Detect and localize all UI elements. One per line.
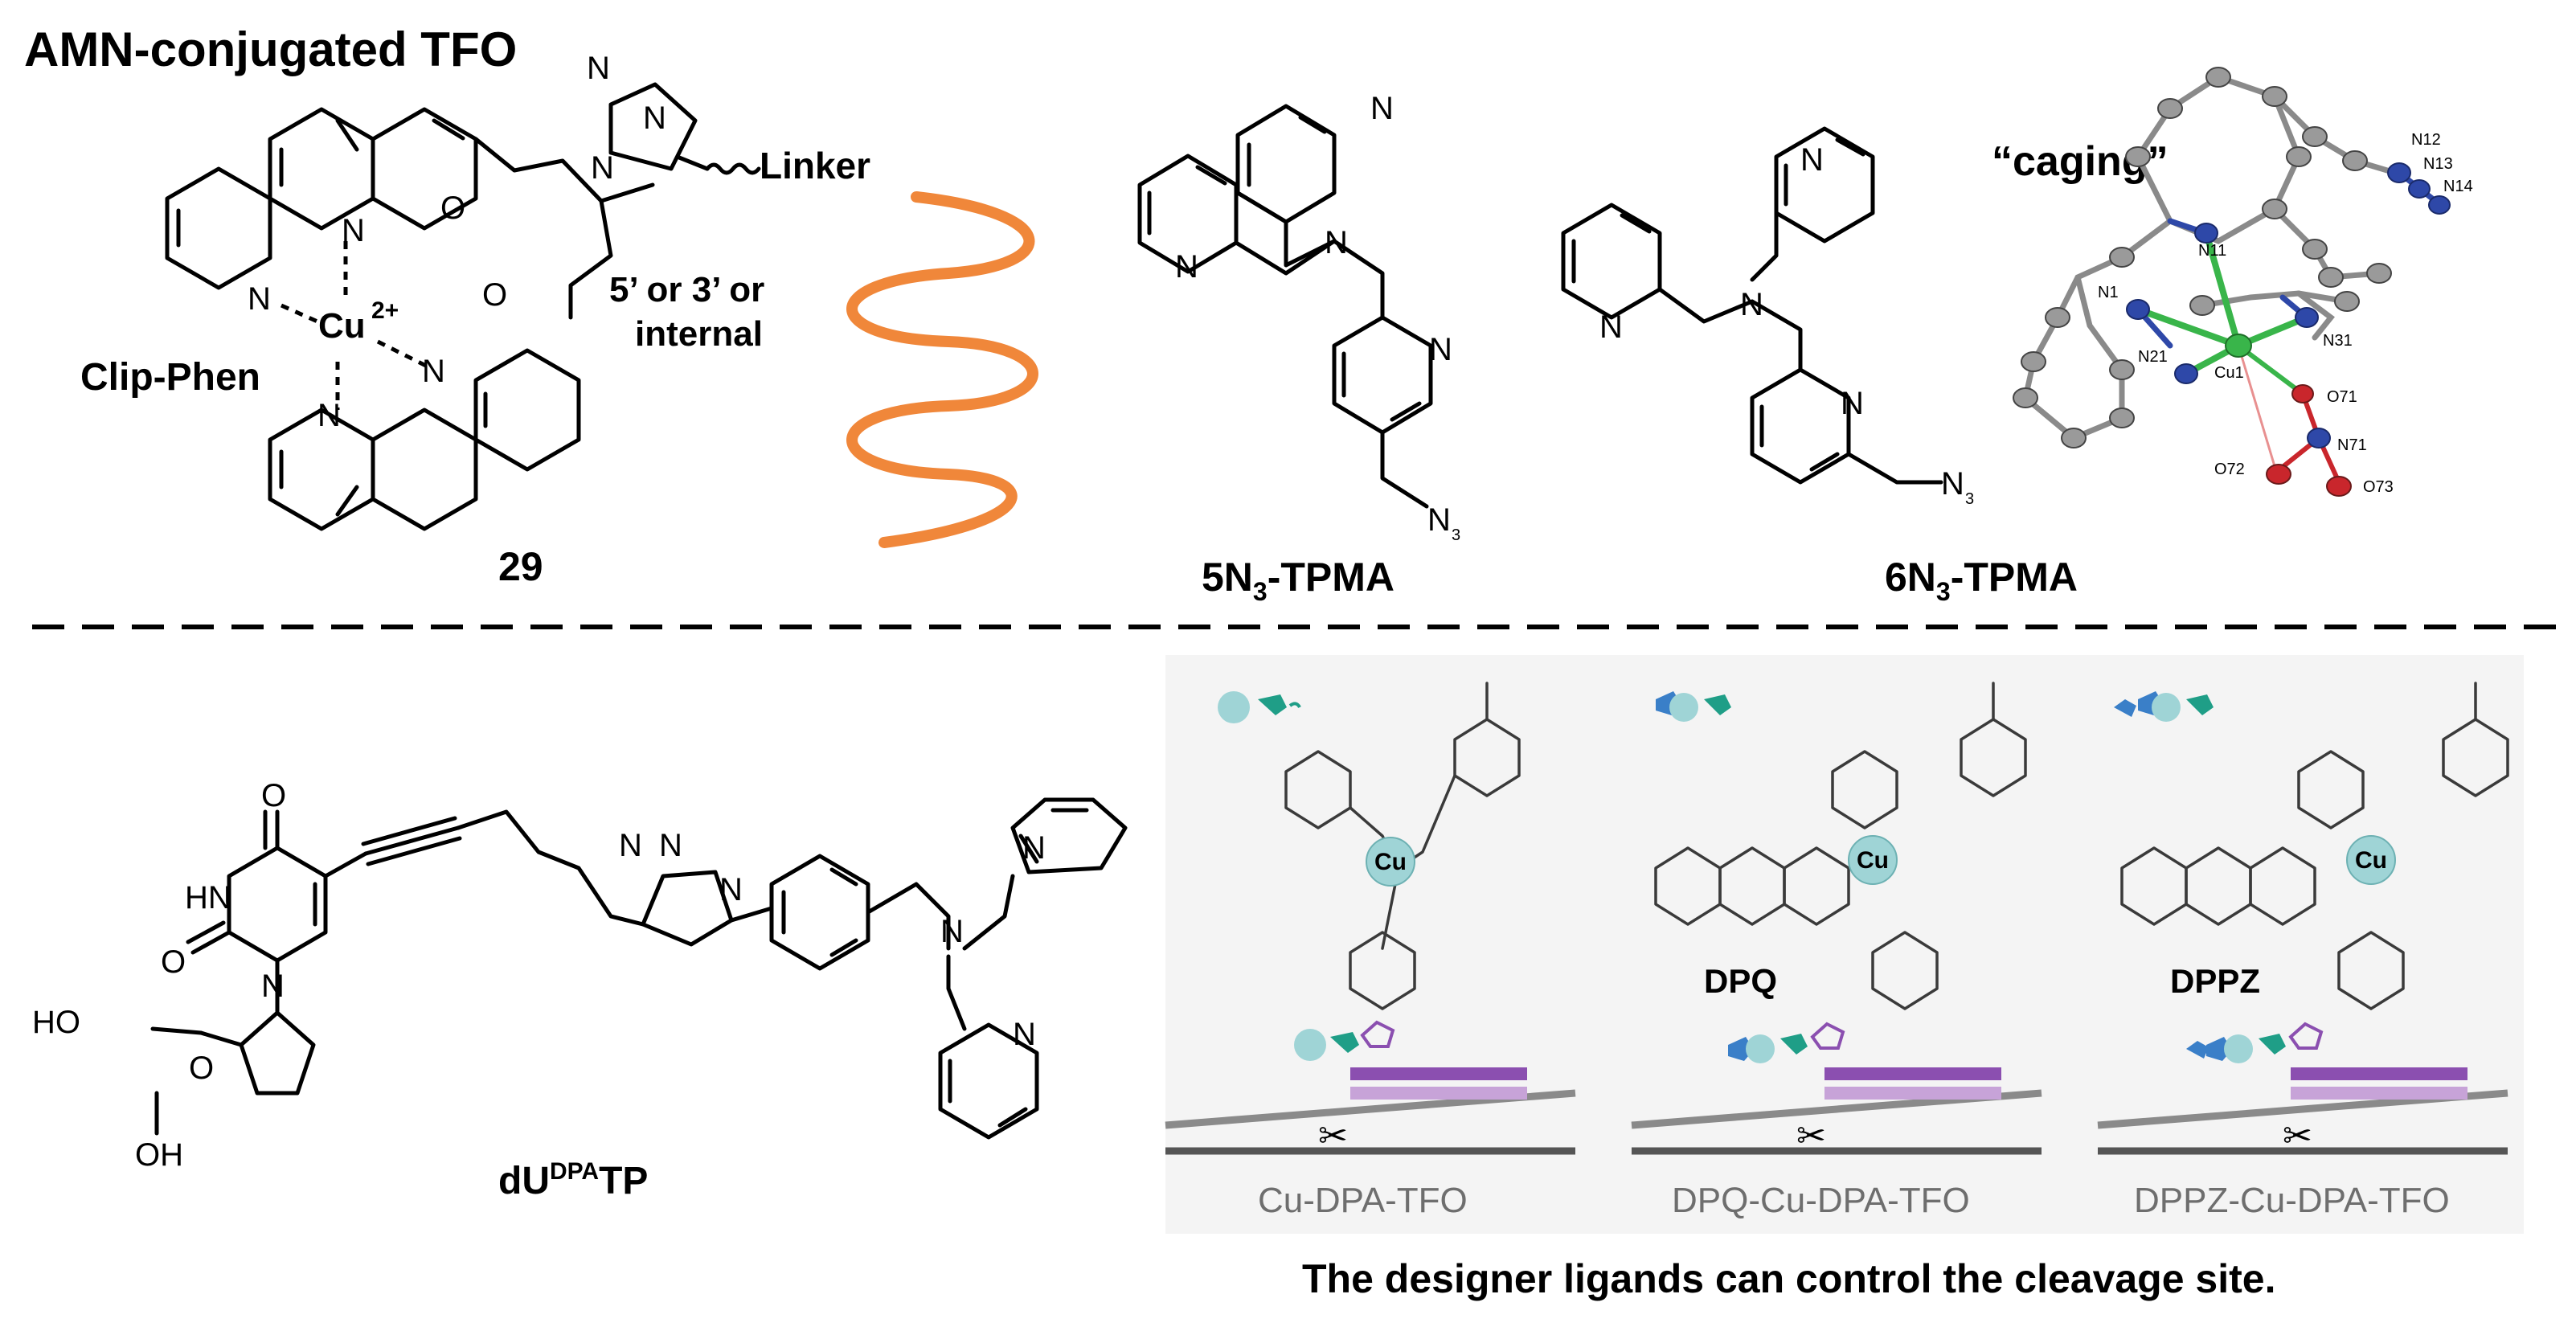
atom-n: N: [719, 872, 743, 907]
scheme-cu-label: Cu: [1857, 847, 1889, 874]
atom-n: N: [1175, 249, 1198, 285]
dpq-label: DPQ: [1704, 962, 1777, 1000]
atom-o: O: [161, 944, 186, 980]
dna-cleavage-dpq: ✂: [1631, 1022, 2042, 1156]
scheme-cu-label: Cu: [2355, 847, 2387, 874]
atom-n: N: [587, 51, 610, 86]
crystal-atom-n13: N13: [2423, 155, 2453, 173]
crystal-structure: [2013, 67, 2451, 497]
crystal-atom-n21: N21: [2138, 348, 2168, 366]
atom-n: N: [1941, 466, 1964, 502]
atom-o: O: [482, 277, 507, 313]
tfo-helix: [846, 191, 1038, 548]
svg-text:✂: ✂: [2283, 1116, 2312, 1156]
atom-n: N: [1599, 309, 1623, 345]
tpma-6n3-label: 6N3-TPMA: [1885, 555, 2078, 606]
atom-n: N: [261, 969, 285, 1004]
atom-o: O: [261, 778, 286, 813]
atom-n: N: [342, 213, 365, 248]
tpma-5n3-structure: [1137, 104, 1433, 509]
tpma-6n3-structure: [1561, 126, 1943, 485]
compound-number: 29: [498, 544, 543, 589]
crystal-atom-o73: O73: [2363, 478, 2394, 496]
scheme-dpq: [1654, 682, 2027, 1010]
scheme-cu-dpa: [1218, 682, 1521, 1010]
caption-dppz-cu-dpa-tfo: DPPZ-Cu-DPA-TFO: [2134, 1181, 2450, 1220]
nucleotide-label: dUDPATP: [498, 1158, 648, 1202]
atom-subscript: 3: [1452, 526, 1460, 544]
atom-n: N: [619, 828, 642, 863]
linker-label: Linker: [760, 145, 870, 186]
svg-text:✂: ✂: [1318, 1116, 1348, 1156]
atom-n: N: [1370, 91, 1394, 126]
atom-n: N: [248, 281, 271, 317]
scheme-cu-label: Cu: [1374, 849, 1407, 875]
atom-n: N: [591, 150, 614, 186]
dudpa-structure: [150, 797, 1128, 1140]
atom-n: N: [317, 398, 341, 433]
scheme-dppz: [2114, 682, 2509, 1010]
crystal-atom-n11: N11: [2198, 242, 2226, 260]
crystal-atom-n12: N12: [2411, 131, 2441, 149]
crystal-atom-o72: O72: [2214, 461, 2245, 478]
atom-n: N: [940, 914, 964, 949]
atom-n: N: [1325, 225, 1348, 260]
crystal-atom-o71: O71: [2327, 388, 2357, 406]
heading: AMN-conjugated TFO: [24, 23, 517, 76]
conclusion-text: The designer ligands can control the cle…: [1302, 1256, 2275, 1301]
atom-n: N: [422, 354, 445, 389]
crystal-atom-cu1: Cu1: [2214, 364, 2244, 382]
atom-o: O: [440, 190, 465, 226]
atom-ho: HO: [32, 1005, 80, 1040]
atom-subscript: 3: [1965, 490, 1974, 508]
crystal-atom-n31: N31: [2323, 332, 2353, 350]
copper-charge: 2+: [371, 297, 399, 324]
atom-n: N: [1427, 502, 1451, 538]
atom-o: O: [189, 1051, 214, 1086]
crystal-atom-n71: N71: [2337, 436, 2367, 454]
atom-oh: OH: [135, 1137, 183, 1173]
dppz-label: DPPZ: [2170, 962, 2260, 1000]
clip-phen-structure: [165, 82, 761, 531]
crystal-atom-n1: N1: [2098, 284, 2119, 301]
scheme-background: [1165, 655, 2524, 1234]
dna-cleavage-dppz: ✂: [2097, 1022, 2508, 1156]
dna-cleavage-cu-dpa: ✂: [1165, 1020, 1576, 1156]
caption-dpq-cu-dpa-tfo: DPQ-Cu-DPA-TFO: [1672, 1181, 1970, 1220]
atom-n: N: [643, 100, 666, 136]
atom-hn: HN: [185, 880, 231, 915]
clip-phen-label: Clip-Phen: [80, 356, 260, 399]
atom-n: N: [1429, 332, 1452, 367]
crystal-atom-n14: N14: [2443, 178, 2473, 195]
atom-n: N: [1841, 386, 1864, 421]
atom-n: N: [1740, 287, 1763, 322]
position-note-line2: internal: [635, 314, 763, 354]
svg-text:✂: ✂: [1796, 1116, 1826, 1156]
tpma-5n3-label: 5N3-TPMA: [1202, 555, 1394, 606]
atom-n: N: [1800, 142, 1824, 178]
copper-label: Cu: [318, 306, 366, 346]
atom-n: N: [1013, 1017, 1036, 1052]
atom-n: N: [1022, 830, 1046, 866]
atom-n: N: [659, 828, 682, 863]
caption-cu-dpa-tfo: Cu-DPA-TFO: [1258, 1181, 1468, 1220]
position-note-line1: 5’ or 3’ or: [609, 270, 764, 309]
